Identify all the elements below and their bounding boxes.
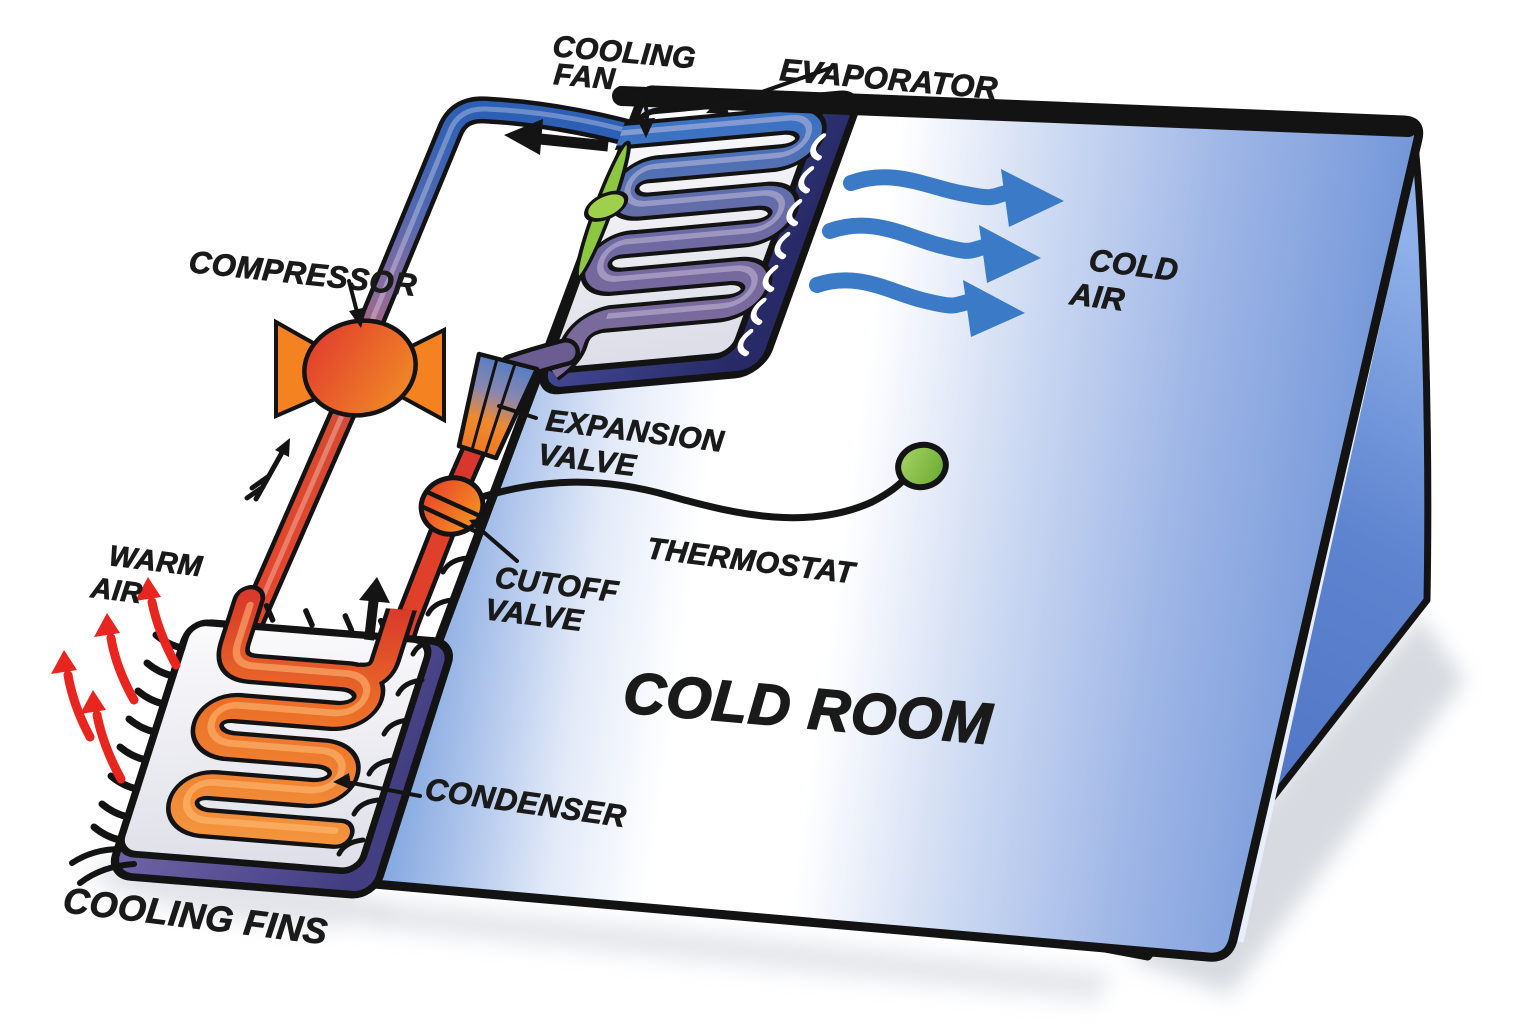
- evaporator-leader-arrowhead: [706, 96, 729, 114]
- duct-flow-arrow: [504, 119, 609, 155]
- compressor-body: [302, 318, 418, 418]
- compressor-leader-arrowhead: [349, 307, 367, 328]
- thermostat-wire: [468, 473, 910, 522]
- roof-band: [612, 86, 1418, 137]
- thermostat-sensor-bulb: [895, 441, 949, 491]
- cutoff-valve-leader: [478, 527, 519, 563]
- flow-up-arrow: [359, 577, 390, 641]
- expansion-valve-leader: [497, 404, 538, 420]
- condenser-coil: [166, 585, 417, 849]
- label-warm-air-line2: AIR: [88, 572, 144, 610]
- wall-edge-fins: [336, 555, 470, 857]
- evaporator-air-vanes: [737, 133, 827, 357]
- fan-hub: [584, 190, 629, 222]
- warm-air-arrows: [51, 577, 181, 784]
- cutoff-valve: [418, 475, 486, 537]
- evaporator-leader: [720, 65, 835, 108]
- compressor-leader: [347, 279, 359, 314]
- condenser-leader-arrowhead: [333, 773, 352, 790]
- flow-arrow-decor: [244, 438, 290, 502]
- cooling-fan-leader: [618, 86, 649, 124]
- label-cooling-fan-line2: FAN: [552, 58, 617, 96]
- compressor: [274, 318, 446, 424]
- condenser-leader: [350, 781, 422, 798]
- cooling-fan: [574, 140, 631, 280]
- cold-air-arrows: [809, 169, 1064, 337]
- cutoff-valve-leader-arrowhead: [469, 518, 489, 536]
- label-cold-air-line2: AIR: [1067, 276, 1127, 318]
- cooling-fan-leader-arrowhead: [637, 118, 655, 138]
- refrigerant-pipe-main: [227, 96, 644, 654]
- evaporator-unit: [539, 90, 860, 395]
- condenser-unit: [110, 585, 453, 899]
- evaporator-coil: [545, 106, 827, 381]
- thermostat: [468, 441, 949, 522]
